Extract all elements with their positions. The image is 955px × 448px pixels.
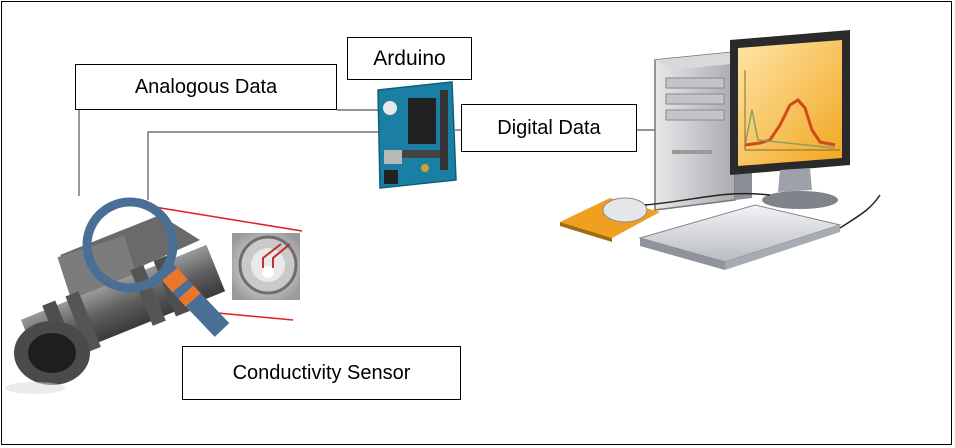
conductivity-sensor-label: Conductivity Sensor xyxy=(182,346,461,400)
arduino-label: Arduino xyxy=(347,37,472,80)
analogous-data-label: Analogous Data xyxy=(75,64,337,110)
sensor-inset-image xyxy=(232,233,300,300)
keyboard-icon xyxy=(638,194,881,270)
mouse-icon xyxy=(560,192,771,242)
monitor-icon xyxy=(730,30,850,209)
arduino-board-icon xyxy=(377,81,457,189)
magnifier-icon xyxy=(82,197,230,337)
digital-data-label: Digital Data xyxy=(461,104,637,152)
wire-sensor-to-arduino xyxy=(147,131,378,200)
wire-analog xyxy=(78,109,378,196)
